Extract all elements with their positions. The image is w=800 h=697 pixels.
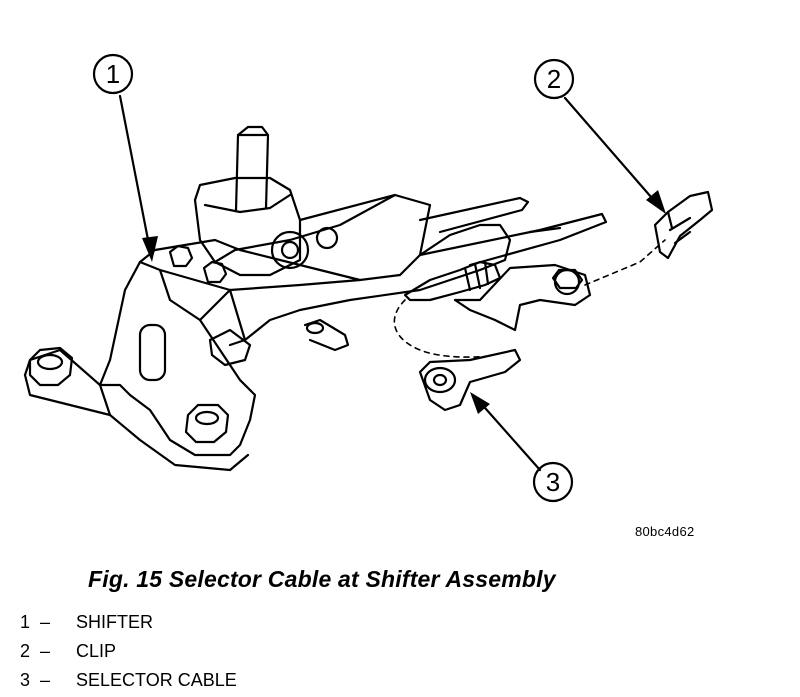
- legend-item: 2 – CLIP: [20, 639, 237, 668]
- legend-label: SHIFTER: [76, 612, 154, 632]
- callout-1-circle: [92, 53, 134, 95]
- callout-2-label: 2: [547, 64, 561, 94]
- clip-part: [653, 190, 714, 260]
- shifter-assembly-diagram: 1 2 3: [23, 53, 714, 503]
- legend: 1 – SHIFTER 2 – CLIP 3 – SELECTOR CABLE: [20, 610, 237, 697]
- legend-number: 2: [20, 641, 31, 661]
- legend-item: 1 – SHIFTER: [20, 610, 237, 639]
- shifter-tower: [193, 176, 302, 277]
- callout-3-arrowhead: [470, 392, 490, 414]
- callout-1-label: 1: [106, 59, 120, 89]
- housing-slot: [138, 323, 167, 382]
- mount-nut-left: [28, 346, 74, 387]
- pivot-bushing: [270, 230, 310, 270]
- side-pin: [303, 318, 350, 352]
- legend-dash: –: [40, 641, 51, 661]
- figure-caption: Fig. 15 Selector Cable at Shifter Assemb…: [88, 566, 556, 592]
- callout-3-label: 3: [546, 467, 560, 497]
- selector-cable-eyelet: [418, 348, 522, 412]
- callout-2-leader: [563, 96, 660, 207]
- shift-lever: [234, 125, 270, 212]
- callout-1-arrowhead: [142, 236, 158, 262]
- cable-route-dashed: [393, 299, 491, 358]
- mount-nut-top: [168, 244, 228, 284]
- mount-nut-bottom: [184, 403, 230, 444]
- legend-dash: –: [40, 612, 51, 632]
- shifter-body: [138, 223, 512, 347]
- figure-code: 80bc4d62: [635, 524, 695, 539]
- callout-3-circle: [532, 461, 574, 503]
- legend-label: CLIP: [76, 641, 117, 661]
- callout-1-leader: [118, 94, 152, 252]
- shifter-base-plate: [23, 260, 257, 457]
- legend-item: 3 – SELECTOR CABLE: [20, 668, 237, 697]
- callout-3-leader: [476, 398, 542, 472]
- callout-2-arrowhead: [646, 190, 666, 214]
- legend-number: 1: [20, 612, 31, 632]
- cable-bracket: [453, 263, 592, 332]
- shift-cable: [418, 196, 530, 234]
- legend-number: 3: [20, 670, 31, 690]
- legend-label: SELECTOR CABLE: [76, 670, 237, 690]
- selector-cable-end: [403, 260, 502, 302]
- legend-dash: –: [40, 670, 51, 690]
- callout-2-circle: [533, 58, 575, 100]
